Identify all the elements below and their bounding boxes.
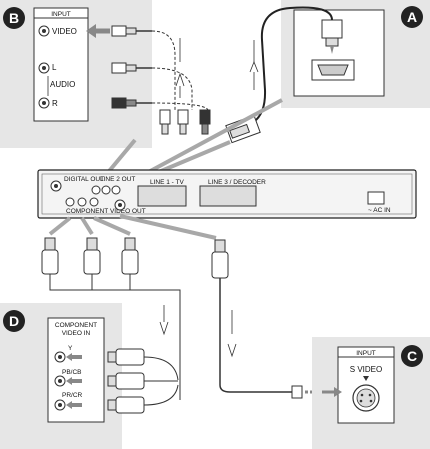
panel-b-input-header: INPUT [51,11,71,18]
panel-b: B INPUT VIDEO L AUDIO R [0,0,152,148]
ac-in-label: ~ AC IN [368,207,391,214]
audio-label: AUDIO [50,80,75,89]
digital-out-label: DIGITAL OUT [64,176,104,183]
component-pb-label: PB/CB [62,369,82,376]
line-out-video-jack-icon [91,185,101,195]
line-out-label: LINE 2 OUT [100,176,135,183]
panel-d-badge [3,310,25,332]
down-triangle-icon [363,376,369,381]
rca-plug-group-icon [159,109,211,135]
component-pr-label: PR/CR [62,392,83,399]
scart-plug-icon [321,19,343,54]
component-pr-jack-icon [89,197,99,207]
scart-socket-icon [311,59,355,81]
scart-line3-socket-icon [199,185,257,207]
dvd-player: DIGITAL OUT LINE 2 OUT COMPONENT VIDEO O… [37,169,417,219]
component-y-label: Y [68,345,73,352]
component-y-jack-icon [65,197,75,207]
component-plugs-tv [107,348,179,414]
panel-c: C INPUT S VIDEO [312,337,430,449]
component-plug-y-icon [41,237,59,275]
line1-tv-label: LINE 1 - TV [150,179,185,186]
panel-b-badge [3,7,25,29]
panel-d: D COMPONENT VIDEO IN Y PB/CB PR/CR [0,303,122,449]
down-arrow-icon-svideo [227,343,237,358]
panel-c-input-header: INPUT [356,350,376,357]
down-arrow-icon-component [159,321,169,336]
audio-l-label: L [52,63,57,72]
guide-lines-lower [48,214,217,240]
scart-line1-socket-icon [137,185,187,207]
panel-a-letter: A [407,9,417,25]
component-plugs [41,237,181,400]
component-out-label: COMPONENT VIDEO OUT [66,208,146,215]
video-label: VIDEO [52,27,77,36]
line-out-audio-r-jack-icon [111,185,121,195]
component-header-line2: VIDEO IN [62,330,91,337]
svideo-plug-player-icon [211,239,229,279]
ac-in-socket-icon [367,191,385,205]
component-plug-tv-pr-icon [107,396,145,414]
up-arrow-icon [175,72,185,87]
component-plug-tv-pb-icon [107,372,145,390]
av-cable-bundle [151,30,211,135]
line3-decoder-label: LINE 3 / DECODER [208,179,266,186]
line-out-audio-l-jack-icon [101,185,111,195]
component-plug-pb-icon [83,237,101,275]
rca-plug-audio-r-icon [111,97,152,109]
svideo-cable [211,239,320,399]
rca-plug-audio-l-icon [111,62,152,74]
component-pb-jack-icon [77,197,87,207]
panel-c-badge [401,345,423,367]
panel-c-letter: C [407,348,417,364]
up-arrow-icon-scart [249,60,259,73]
panel-b-letter: B [9,10,19,26]
panel-d-letter: D [9,313,19,329]
audio-r-label: R [52,99,58,108]
svideo-plug-tv-icon [291,385,303,399]
panel-a-badge [401,6,423,28]
insert-arrows-d [66,353,82,409]
panel-a: A [281,0,430,108]
rca-plug-video-icon [111,25,152,37]
svideo-label: S VIDEO [350,365,382,374]
component-plug-pr-icon [121,237,139,275]
component-header-line1: COMPONENT [55,322,97,329]
